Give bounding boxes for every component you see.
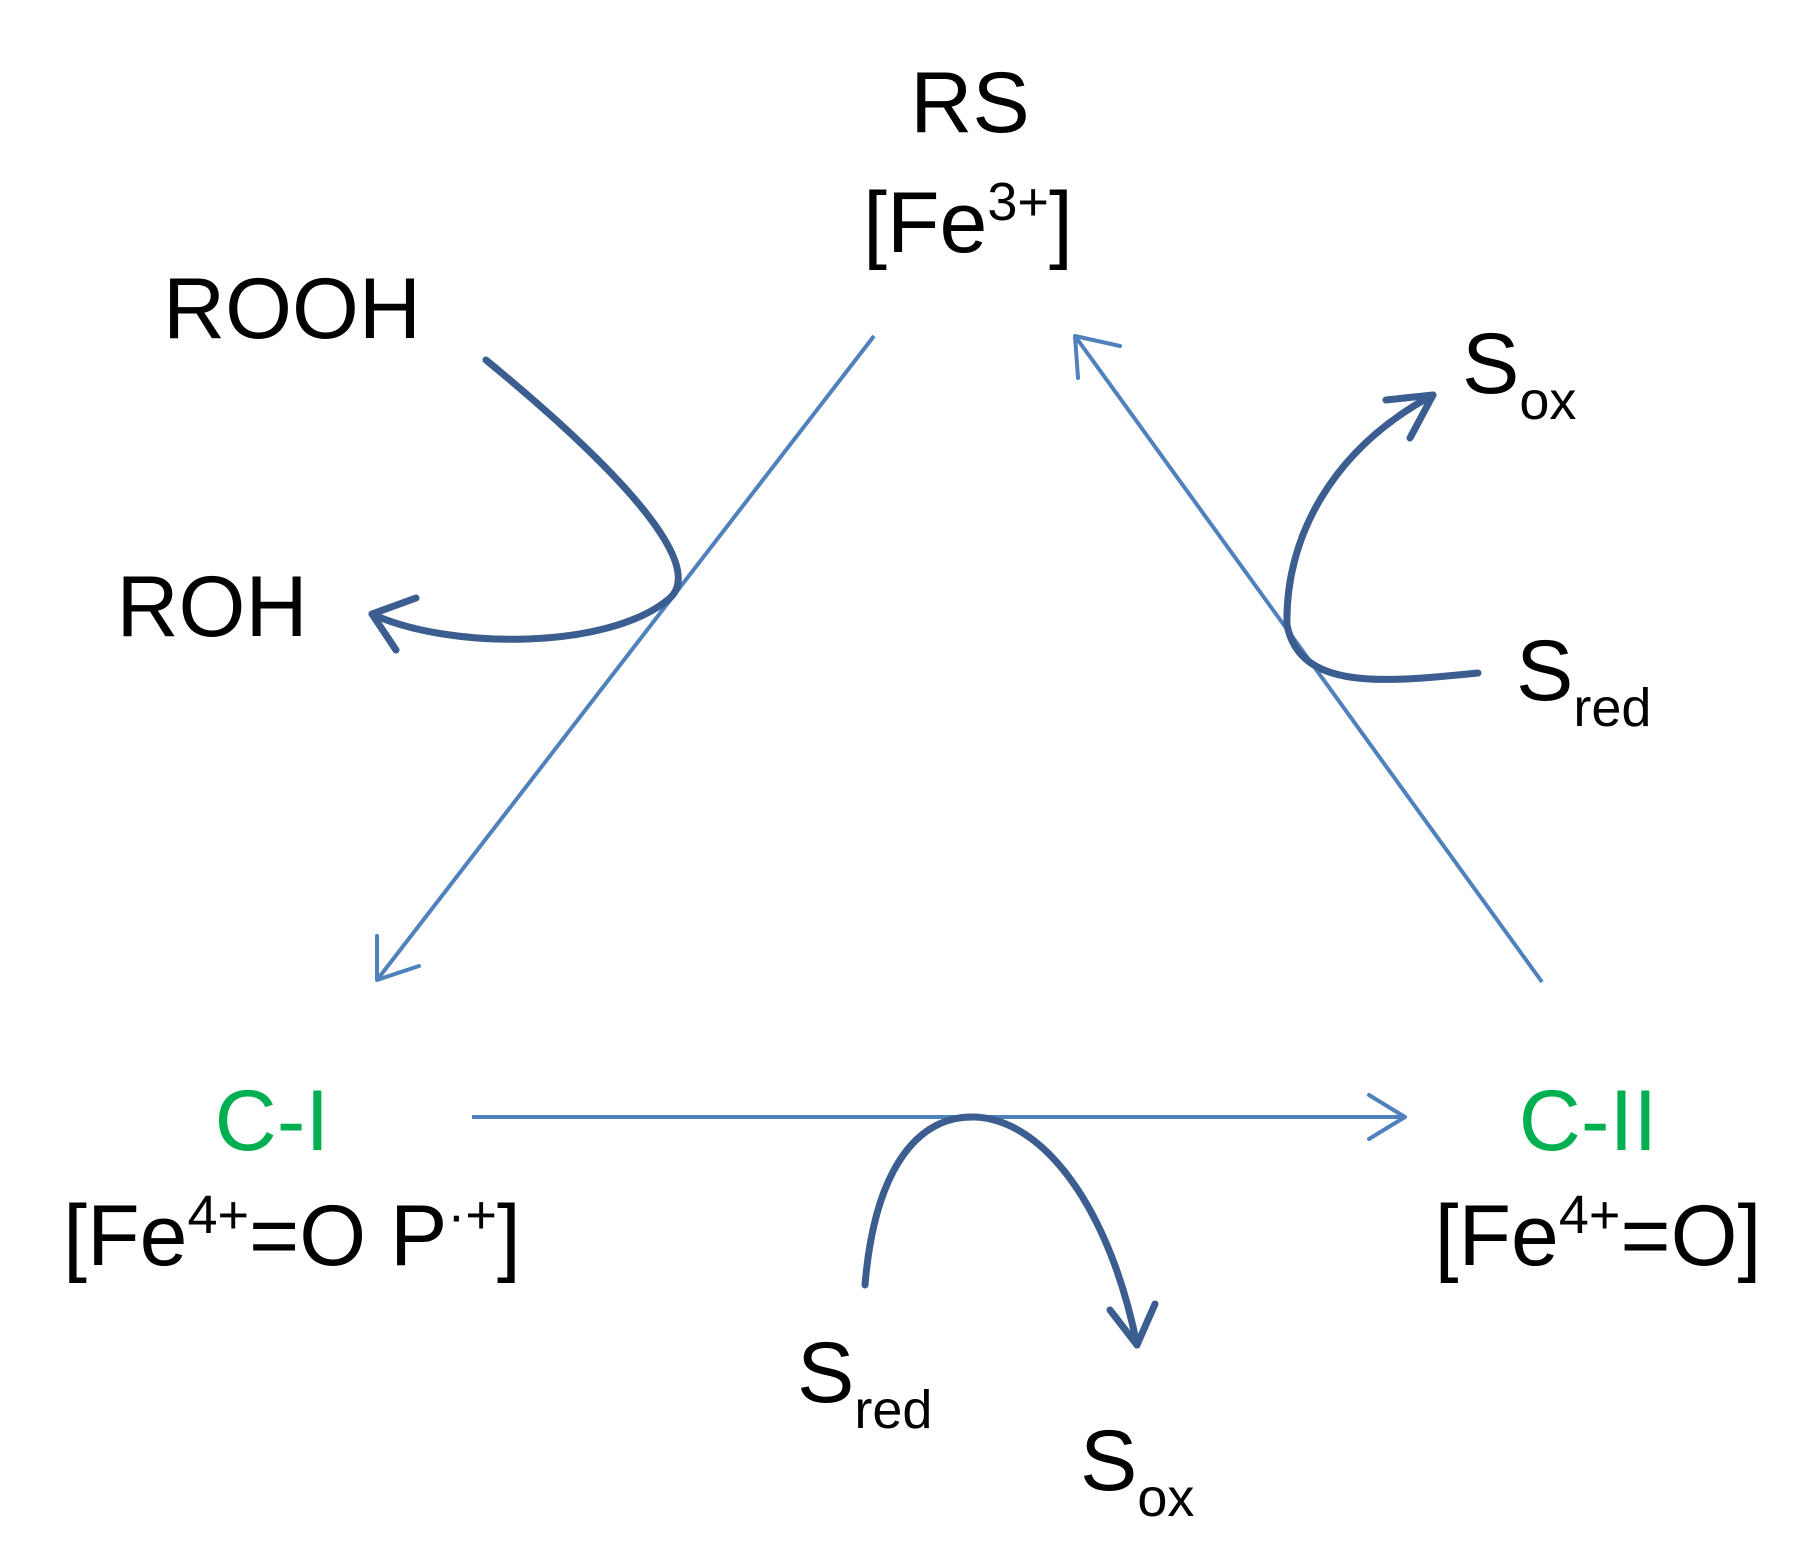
curve-sred-to-sox-bottom [861, 1113, 1159, 1349]
rs-formula-end: ] [1049, 175, 1073, 271]
s-red-right-label: Sred [1516, 623, 1651, 738]
rs-name: RS [910, 55, 1029, 151]
curve-rooh-to-roh [368, 356, 682, 654]
c1-formula-sup2: ·+ [447, 1185, 497, 1245]
arrow-c1-to-c2-head [1367, 1093, 1407, 1141]
c2-formula-sup: 4+ [1559, 1185, 1621, 1245]
c1-formula: [Fe4+=O P·+] [63, 1185, 521, 1284]
curve-sred-to-sox-bottom-head [1106, 1300, 1159, 1349]
c1-name: C-I [215, 1073, 330, 1169]
s-ox-right-label: Sox [1462, 316, 1576, 431]
arrow-rs-to-c1-head [375, 934, 421, 982]
s-red-bottom-label: Sred [797, 1325, 932, 1440]
c2-formula-end: =O] [1620, 1188, 1761, 1284]
arrow-rs-to-c1 [375, 334, 876, 982]
curve-sred-to-sox-right-head [1382, 391, 1437, 442]
c2-formula-base: [Fe [1435, 1188, 1559, 1284]
curve-rooh-to-roh-path [368, 356, 682, 643]
node-c2: C-II [Fe4+=O] [1435, 1073, 1762, 1284]
rooh-label: ROOH [163, 261, 421, 357]
arrow-c2-to-rs-head [1073, 334, 1122, 380]
roh-label: ROH [116, 559, 307, 655]
c1-formula-sup: 4+ [187, 1185, 249, 1245]
c2-formula: [Fe4+=O] [1435, 1185, 1762, 1284]
curve-rooh-to-roh-head [368, 594, 420, 654]
rs-formula-sup: 3+ [987, 172, 1049, 232]
c1-formula-base: [Fe [63, 1188, 187, 1284]
node-c1: C-I [Fe4+=O P·+] [63, 1073, 521, 1284]
rs-formula-base: [Fe [863, 175, 987, 271]
c2-name: C-II [1519, 1073, 1658, 1169]
c1-formula-mid: =O P [249, 1188, 447, 1284]
curve-sred-to-sox-right-path [1283, 391, 1482, 683]
s-ox-bottom-label: Sox [1080, 1413, 1194, 1528]
node-rs: RS [Fe3+] [863, 55, 1073, 271]
curve-sred-to-sox-right [1283, 391, 1482, 683]
arrow-rs-to-c1-shaft [375, 334, 876, 982]
arrow-c1-to-c2 [472, 1093, 1407, 1141]
rs-formula: [Fe3+] [863, 172, 1073, 271]
curve-sred-to-sox-bottom-path [861, 1113, 1141, 1349]
c1-formula-end: ] [497, 1188, 521, 1284]
